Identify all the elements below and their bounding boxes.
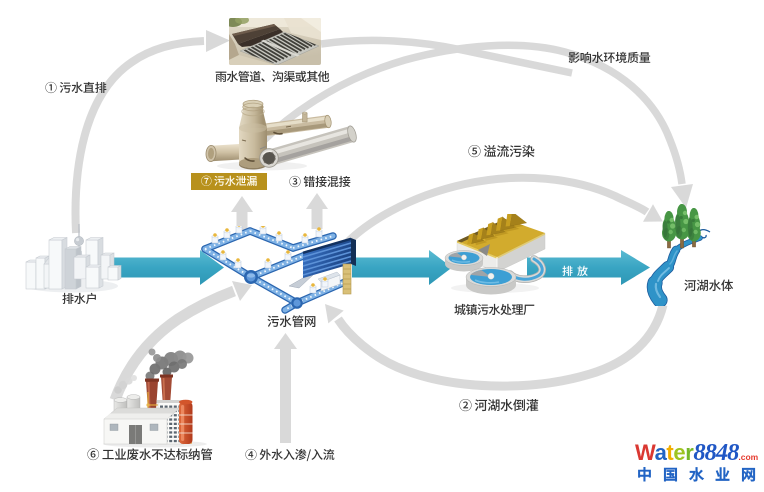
outlet-channel bbox=[506, 255, 546, 283]
logo-site-name: 中国水业网 bbox=[637, 464, 764, 485]
manhole-node bbox=[264, 258, 272, 269]
label-sewage-network: 污水管网 bbox=[267, 311, 317, 330]
sewage-leak-badge: ⑦ 污水泄漏 bbox=[191, 173, 267, 190]
dark-wedge bbox=[478, 244, 490, 256]
arrowhead-direct-discharge bbox=[206, 30, 230, 52]
arrowhead-backflow bbox=[325, 304, 344, 324]
issue-arrowheads bbox=[206, 30, 693, 349]
sewer-pipes-illustration bbox=[205, 99, 357, 171]
arrow-pipes-to-river bbox=[259, 41, 686, 185]
label-affects-water-quality: 影响水环境质量 bbox=[568, 49, 651, 66]
label-river-backflow: ② 河湖水倒灌 bbox=[459, 395, 539, 414]
arrowhead-inflow-up bbox=[274, 333, 297, 349]
trees bbox=[662, 204, 701, 249]
label-river-lake: 河湖水体 bbox=[684, 275, 734, 294]
manhole-node bbox=[301, 233, 309, 244]
arrowhead-leak-up bbox=[231, 196, 253, 212]
logo-brand-word: Water bbox=[635, 440, 694, 465]
manhole-node bbox=[275, 231, 283, 242]
manhole-node bbox=[235, 226, 243, 234]
treatment-plant-illustration bbox=[444, 214, 546, 295]
label-direct-discharge: ① 污水直排 bbox=[45, 79, 107, 96]
river bbox=[646, 229, 711, 306]
sewage-network-illustration bbox=[201, 226, 356, 314]
clarifier-tank bbox=[444, 250, 484, 272]
arrowhead-to-river bbox=[671, 184, 693, 208]
storm-drain-photo bbox=[229, 18, 321, 65]
label-treatment-plant: 城镇污水处理厂 bbox=[454, 301, 535, 318]
manhole-node bbox=[211, 233, 219, 244]
site-logo: Water8848.com 中国水业网 bbox=[635, 439, 764, 485]
manhole-node bbox=[315, 227, 323, 238]
label-overflow-pollution: ⑤ 溢流污染 bbox=[468, 141, 535, 160]
manhole-node bbox=[234, 258, 242, 269]
label-discharge: 排放 bbox=[562, 263, 592, 279]
manhole-node bbox=[223, 228, 231, 239]
logo-brand-number: 8848 bbox=[693, 439, 739, 466]
factory-illustration bbox=[103, 348, 207, 448]
gray-pipe-front bbox=[259, 125, 357, 168]
logo-brand: Water8848.com bbox=[635, 439, 761, 466]
tree bbox=[687, 208, 701, 248]
arrow-industrial bbox=[109, 285, 236, 402]
arrow-overflow bbox=[338, 173, 650, 252]
building bbox=[107, 265, 122, 281]
tree bbox=[662, 211, 676, 249]
manhole-node bbox=[284, 250, 292, 261]
manhole-node bbox=[321, 277, 329, 288]
label-wrong-connections: ③ 错接混接 bbox=[289, 173, 351, 190]
flow-arrow-network-to-plant bbox=[352, 250, 452, 285]
city-illustration bbox=[25, 224, 122, 293]
warehouse bbox=[103, 407, 181, 445]
tan-pipe-right bbox=[263, 111, 332, 137]
main-flow-arrows bbox=[112, 250, 650, 285]
arrowhead-wrongconn-up bbox=[306, 193, 328, 209]
river-trees-illustration bbox=[646, 204, 711, 306]
logo-brand-tld: .com bbox=[738, 452, 759, 462]
manhole-node bbox=[219, 250, 227, 261]
junctions bbox=[244, 270, 303, 309]
label-inflow-infiltration: ④ 外水入渗/入流 bbox=[245, 446, 335, 463]
building bbox=[85, 264, 104, 289]
flow-arrow-city-to-network bbox=[112, 250, 224, 285]
outfall-facility bbox=[288, 237, 356, 295]
arrow-backflow bbox=[334, 303, 668, 391]
label-industrial-wastewater: ⑥ 工业废水不达标纳管 bbox=[87, 444, 213, 463]
building bbox=[48, 237, 68, 290]
concrete-wall bbox=[229, 34, 239, 60]
label-rainwater-channels: 雨水管道、沟渠或其他 bbox=[215, 68, 330, 85]
manhole-node bbox=[309, 283, 317, 294]
building bbox=[73, 254, 91, 280]
arrowhead-overflow bbox=[643, 204, 663, 222]
manholes bbox=[211, 226, 329, 294]
manhole-node bbox=[259, 226, 267, 235]
tan-pipe-left bbox=[205, 143, 245, 162]
tree bbox=[674, 204, 690, 249]
clarifier-tank bbox=[465, 267, 517, 295]
issue-arrows bbox=[71, 36, 686, 443]
red-tank bbox=[179, 399, 193, 444]
smoke bbox=[114, 348, 194, 394]
label-drainage-households: 排水户 bbox=[62, 290, 98, 307]
curb-beam bbox=[232, 24, 280, 44]
arrowhead-industrial bbox=[232, 281, 252, 301]
arrow-direct-discharge bbox=[71, 37, 205, 234]
channels bbox=[201, 227, 349, 314]
flow-arrow-plant-to-river bbox=[527, 250, 650, 285]
